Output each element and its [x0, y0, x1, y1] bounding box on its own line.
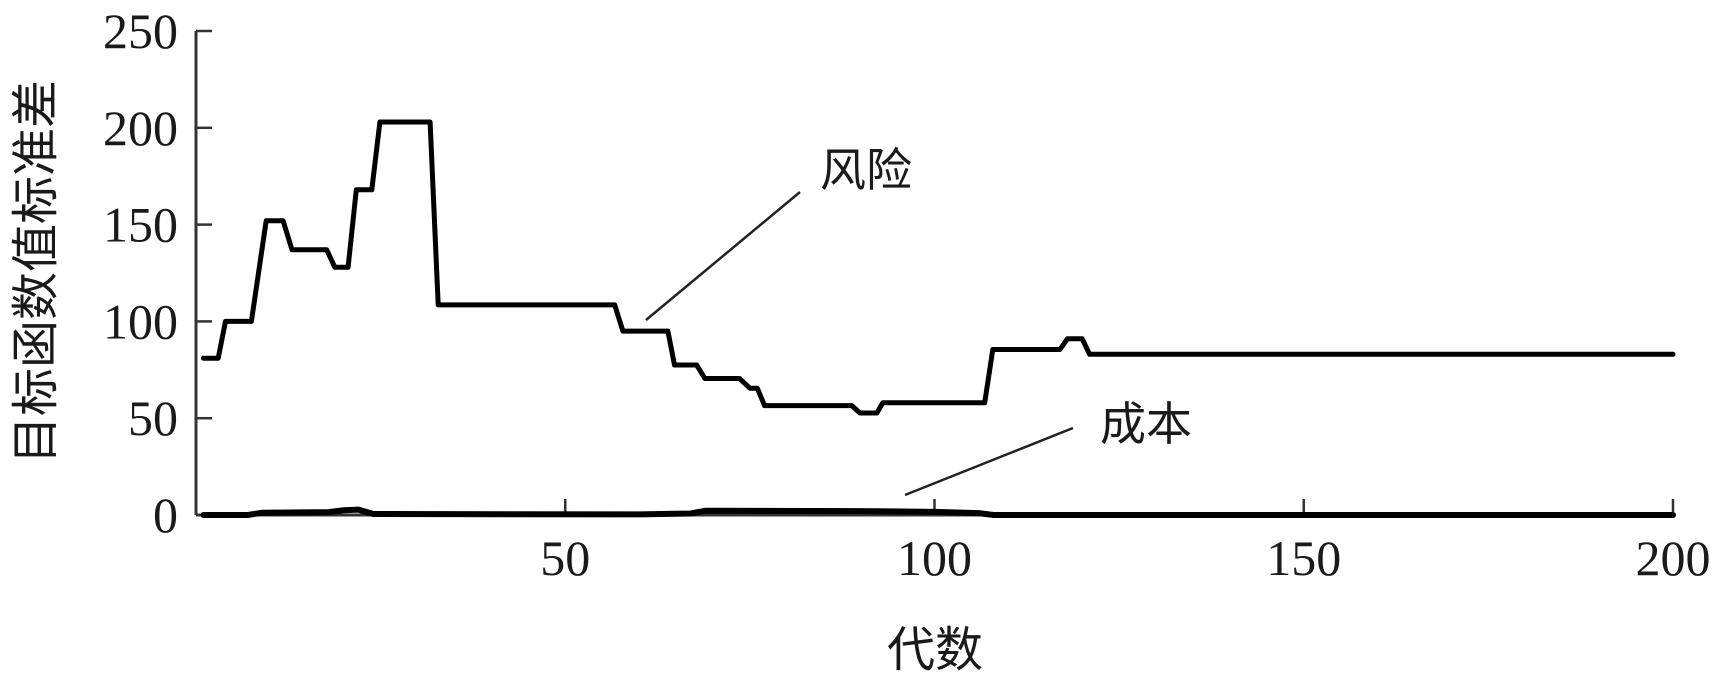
x-tick-label: 100 — [897, 530, 972, 586]
x-tick-label: 50 — [540, 530, 590, 586]
y-tick-label: 250 — [103, 3, 178, 59]
y-tick-label: 150 — [103, 197, 178, 253]
series-line-risk — [200, 119, 1676, 416]
series-group — [200, 119, 1676, 518]
annotation-cost: 成本 — [1100, 399, 1192, 450]
y-axis-title: 目标函数值标准差 — [10, 80, 63, 464]
series-line-cost — [200, 506, 1676, 518]
x-axis-title: 代数 — [887, 624, 983, 676]
y-tick-label: 200 — [103, 100, 178, 156]
x-tick-label: 200 — [1636, 530, 1711, 586]
y-tick-label: 0 — [153, 487, 178, 543]
annotation-leader-cost — [904, 426, 1074, 497]
axes: 0 50 100 150 200 250 50 100 150 200 — [103, 3, 1711, 586]
annotation-leader-risk — [645, 191, 801, 321]
x-tick-label: 150 — [1266, 530, 1341, 586]
y-tick-label: 50 — [128, 390, 178, 446]
y-tick-label: 100 — [103, 293, 178, 349]
annotation-risk: 风险 — [820, 145, 912, 196]
